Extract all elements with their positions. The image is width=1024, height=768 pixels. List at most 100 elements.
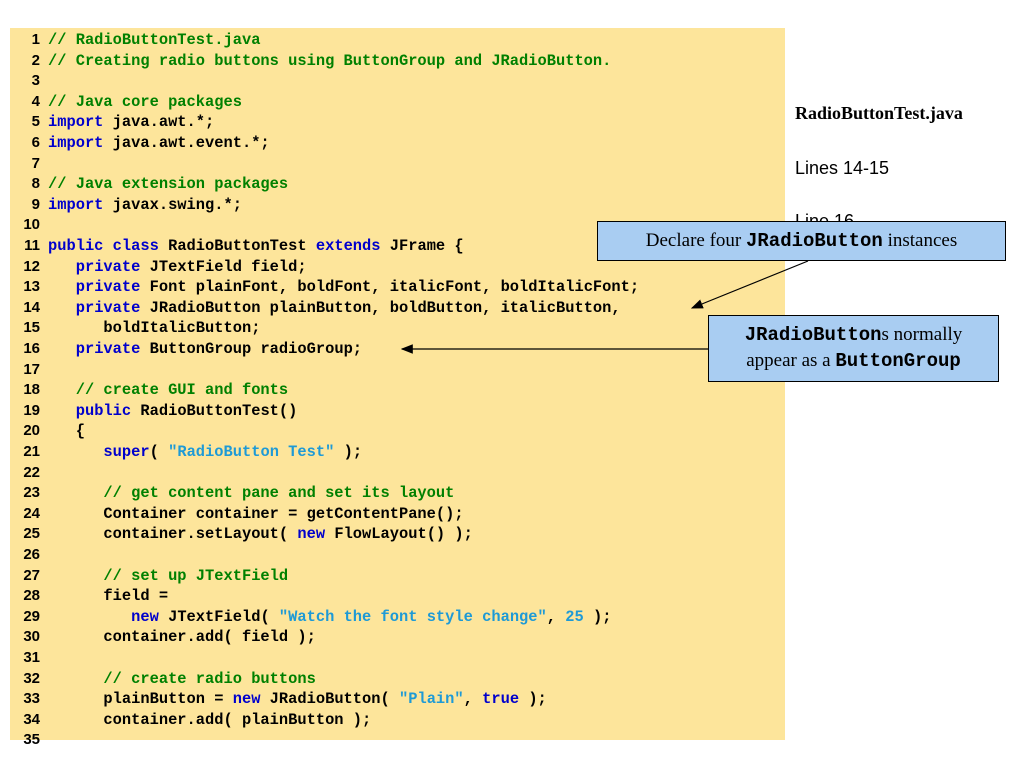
- file-title: RadioButtonTest.java: [795, 103, 963, 123]
- line-number: 3: [31, 72, 40, 90]
- line-number: 30: [23, 628, 40, 646]
- code-line: 28 field =: [10, 586, 168, 607]
- callout-code: JRadioButton: [744, 324, 882, 346]
- code-token-comment: // get content pane and set its layout: [48, 484, 455, 503]
- code-token-plain: );: [583, 607, 612, 626]
- code-line: 1// RadioButtonTest.java: [10, 30, 261, 51]
- line-number: 32: [23, 669, 40, 687]
- code-token-plain: JFrame {: [380, 237, 464, 255]
- code-token-plain: JRadioButton(: [260, 690, 399, 709]
- code-token-keyword: private: [75, 278, 141, 297]
- callout-button-group: JRadioButtons normally appear as a Butto…: [708, 315, 999, 382]
- code-line: 16 private ButtonGroup radioGroup;: [10, 339, 362, 360]
- code-token-plain: container.add( plainButton );: [48, 710, 372, 729]
- line-number: 5: [31, 113, 40, 131]
- code-line: 2// Creating radio buttons using ButtonG…: [10, 51, 612, 72]
- line-number: 15: [23, 319, 40, 337]
- code-line: 33 plainButton = new JRadioButton( "Plai…: [10, 689, 547, 710]
- code-token-keyword: true: [482, 690, 520, 709]
- code-token-keyword: new: [131, 607, 159, 626]
- callout-text: instances: [882, 230, 958, 251]
- code-line: 17: [10, 360, 48, 381]
- code-token-plain: {: [48, 422, 85, 441]
- code-token-comment: // Java extension packages: [48, 175, 289, 194]
- code-line: 7: [10, 154, 48, 175]
- line-number: 25: [23, 525, 40, 543]
- code-line: 5 import java.awt.*;: [10, 112, 215, 133]
- code-token-keyword: private: [75, 257, 141, 276]
- code-token-keyword: import: [48, 195, 104, 214]
- code-line: 13 private Font plainFont, boldFont, ita…: [10, 277, 639, 298]
- code-token-string: "RadioButton Test": [168, 443, 335, 461]
- code-line: 3: [10, 71, 48, 92]
- line-number: 31: [23, 649, 40, 666]
- code-token-comment: // set up JTextField: [48, 566, 289, 585]
- code-token-plain: java.awt.*;: [103, 113, 215, 132]
- code-token-keyword: private: [75, 340, 141, 358]
- line-number: 13: [23, 278, 40, 296]
- code-token-plain: JTextField(: [158, 607, 279, 626]
- code-line: 25 container.setLayout( new FlowLayout()…: [10, 524, 473, 545]
- code-line: 27 // set up JTextField: [10, 566, 288, 587]
- code-token-plain: container.add( field );: [48, 628, 316, 647]
- code-token-plain: ButtonGroup radioGroup;: [140, 340, 363, 358]
- line-number: 7: [31, 154, 40, 172]
- code-line: 4 // Java core packages: [10, 92, 242, 113]
- code-token-comment: // Creating radio buttons using ButtonGr…: [48, 51, 612, 70]
- line-number: 12: [23, 257, 40, 275]
- code-line: 32 // create radio buttons: [10, 669, 316, 690]
- code-token-plain: JRadioButton plainButton, boldButton, it…: [140, 298, 621, 317]
- code-token-plain: );: [519, 690, 547, 709]
- code-line: 19 public RadioButtonTest(): [10, 401, 297, 422]
- code-line: 30 container.add( field );: [10, 627, 316, 648]
- line-number: 6: [31, 134, 40, 151]
- code-line: 15 boldItalicButton;: [10, 318, 260, 339]
- callout-code: ButtonGroup: [835, 350, 961, 372]
- code-line: 18 // create GUI and fonts: [10, 380, 288, 401]
- line-number: 17: [23, 360, 40, 378]
- code-token-comment: // create GUI and fonts: [48, 381, 289, 400]
- code-line: 10: [10, 215, 48, 236]
- code-token-keyword: new: [297, 525, 326, 544]
- code-token-keyword: import: [48, 113, 104, 132]
- line-number: 1: [31, 31, 40, 48]
- code-token-plain: JTextField field;: [140, 257, 307, 276]
- code-token-comment: // create radio buttons: [48, 669, 316, 688]
- line-number: 19: [23, 401, 40, 419]
- code-token-plain: Font plainFont, boldFont, italicFont, bo…: [140, 278, 640, 297]
- code-token-plain: RadioButtonTest: [158, 237, 316, 255]
- code-token-string: "Plain": [398, 690, 464, 709]
- line-number: 27: [23, 566, 40, 584]
- line-number: 9: [31, 195, 40, 213]
- code-token-plain: ,: [546, 607, 566, 626]
- line-number: 29: [23, 607, 40, 625]
- code-token-number: 25: [565, 607, 584, 626]
- line-number: 8: [31, 175, 40, 193]
- line-number: 4: [31, 92, 40, 110]
- line-number: 14: [23, 298, 40, 316]
- code-token-plain: Container container = getContentPane();: [48, 504, 464, 523]
- code-token-plain: field =: [48, 587, 169, 606]
- code-token-plain: container.setLayout(: [48, 525, 298, 544]
- code-token-keyword: private: [75, 298, 141, 317]
- code-token-plain: RadioButtonTest(): [131, 401, 298, 420]
- line-number: 21: [23, 443, 40, 460]
- code-token-keyword: public: [75, 401, 132, 420]
- code-token-plain: boldItalicButton;: [48, 319, 261, 338]
- code-token-plain: java.awt.event.*;: [103, 134, 270, 152]
- code-token-keyword: public class: [48, 237, 159, 255]
- line-number: 28: [23, 587, 40, 605]
- line-number: 18: [23, 381, 40, 399]
- line-number: 10: [23, 216, 40, 234]
- code-line: 35: [10, 730, 48, 751]
- line-number: 35: [23, 731, 40, 749]
- code-token-comment: // Java core packages: [48, 92, 242, 111]
- code-token-plain: plainButton =: [48, 690, 233, 709]
- callout-declare-radio-buttons: Declare four JRadioButton instances: [597, 221, 1006, 261]
- code-line: 29 new JTextField( "Watch the font style…: [10, 607, 611, 628]
- code-line: 12 private JTextField field;: [10, 257, 307, 278]
